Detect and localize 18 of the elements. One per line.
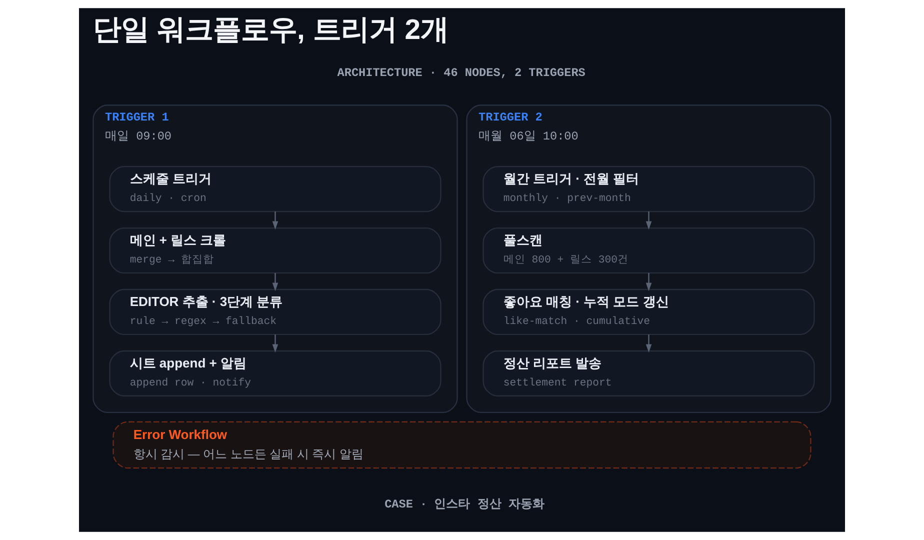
arrow (646, 273, 652, 292)
diagram-title: 단일 워크플로우, 트리거 2개 (93, 14, 448, 46)
node-box: 풀스캔 메인 800 + 릴스 300건 (482, 227, 815, 274)
node-box: Error Workflow 항시 감시 — 어느 노드든 실패 시 즉시 알림 (112, 421, 812, 469)
arrow (272, 273, 278, 292)
node-box: 메인 + 릴스 크롤 merge → 합집합 (109, 227, 442, 274)
node-box: 스케줄 트리거 daily · cron (109, 166, 442, 212)
node-box: 정산 리포트 발송 settlement report (482, 350, 815, 396)
label: ARCHITECTURE · 46 NODES, 2 TRIGGERS (337, 66, 586, 80)
arrow (272, 334, 278, 353)
arrow (272, 212, 278, 230)
label: CASE · 인스타 정산 자동화 (384, 498, 544, 512)
node-box: 좋아요 매칭 · 누적 모드 갱신 like-match · cumulative (482, 288, 815, 336)
node-box: EDITOR 추출 · 3단계 분류 rule → regex → fallback (109, 288, 442, 336)
arrow (646, 212, 652, 230)
arrow (646, 334, 652, 353)
node-box: 시트 append + 알림 append row · notify (109, 350, 442, 396)
node-box: 월간 트리거 · 전월 필터 monthly · prev-month (482, 166, 815, 212)
